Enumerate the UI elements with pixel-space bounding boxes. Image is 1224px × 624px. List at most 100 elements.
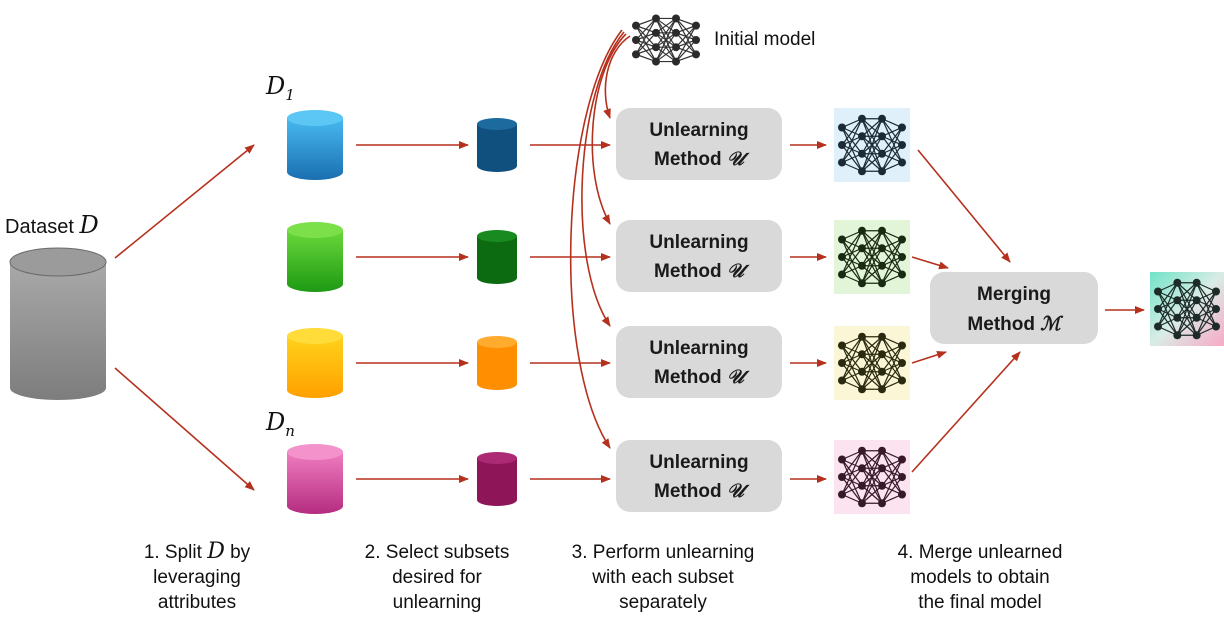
network-edge [881,239,903,267]
network-edge [841,353,863,381]
step-caption-line: attributes [158,592,236,613]
network-node [858,167,866,176]
network-edge [841,336,863,364]
network-node [1173,331,1182,340]
network-node [692,50,700,59]
selected-cylinder-pink-icon [477,452,517,506]
network-edge [861,336,883,373]
network-node [1173,296,1182,305]
network-node [672,43,680,52]
network-node [652,57,660,66]
svg-text:Method 𝒰: Method 𝒰 [654,260,750,282]
network-node [1192,313,1201,322]
network-edge [1176,299,1198,336]
network-edge [841,336,863,381]
network-node [858,499,866,508]
network-node [672,14,680,23]
selected-cylinder-green-icon [477,230,517,284]
initial-model-network-icon [632,14,700,66]
network-node [878,279,886,288]
step-caption-line: 4. Merge unlearned [898,542,1063,563]
network-node [838,253,846,261]
merge-arrow-3 [911,350,947,364]
network-node [878,350,886,359]
network-node [898,376,906,385]
step-caption-line: 3. Perform unlearning [572,542,755,563]
svg-text:Merging: Merging [977,284,1051,305]
network-node [858,464,866,473]
network-node [898,253,906,261]
network-edge [675,39,697,62]
network-edge [861,135,883,172]
network-edge [655,18,677,48]
network-edge [1157,299,1178,327]
network-edge [861,450,883,487]
network-node [838,455,846,464]
network-edge [841,450,863,495]
network-node [898,341,906,350]
network-node [672,57,680,66]
network-node [898,123,906,132]
network-node [838,270,846,279]
network-node [1192,331,1201,340]
unlearned-model-2-network-icon [838,226,906,288]
network-edge [861,265,883,284]
network-edge [861,118,883,155]
network-node [838,473,846,481]
network-node [878,244,886,253]
network-edge [1176,282,1198,336]
network-edge [881,459,903,504]
init-arrow-1 [603,35,631,119]
network-edge [881,144,903,172]
dataset-label: Dataset D [5,211,99,239]
network-edge [1157,282,1178,310]
network-edge [1176,282,1198,319]
network-edge [1196,291,1217,336]
network-edge [1176,317,1198,336]
network-edge [861,118,883,172]
network-node [898,141,906,149]
svg-text:Unlearning: Unlearning [649,338,748,359]
network-node [838,158,846,167]
split-arrow-top [114,144,255,259]
network-edge [861,353,883,390]
svg-text:Unlearning: Unlearning [649,232,748,253]
network-edge [861,336,883,355]
network-edge [655,17,677,34]
network-node [898,455,906,464]
network-node [652,43,660,52]
network-edge [1176,282,1198,301]
network-node [878,167,886,176]
network-edge [841,230,863,258]
merge-arrow-2 [911,256,949,270]
unlearning-method-box-2: Unlearning Method 𝒰 [616,220,782,292]
network-edge [655,46,677,63]
network-edge [635,18,657,55]
network-edge [1196,291,1217,319]
network-node [878,446,886,455]
network-edge [861,230,883,267]
network-node [878,464,886,473]
step-caption-line: 2. Select subsets [365,542,510,563]
network-edge [881,239,903,284]
network-edge [881,362,903,390]
network-node [878,367,886,376]
network-node [1154,322,1162,331]
network-edge [861,450,883,469]
unlearned-model-4-network-icon [838,446,906,508]
network-node [898,359,906,367]
network-node [898,473,906,481]
subset-label-last: Dn [265,408,295,440]
network-node [878,261,886,270]
network-edge [861,118,883,137]
network-node [1192,278,1201,287]
step-caption-line: separately [619,592,707,613]
initial-model-label: Initial model [714,29,815,50]
network-node [878,332,886,341]
selected-cylinder-orange-icon [477,336,517,390]
network-node [878,149,886,158]
network-node [652,28,660,37]
network-edge [675,25,697,48]
network-node [858,226,866,235]
